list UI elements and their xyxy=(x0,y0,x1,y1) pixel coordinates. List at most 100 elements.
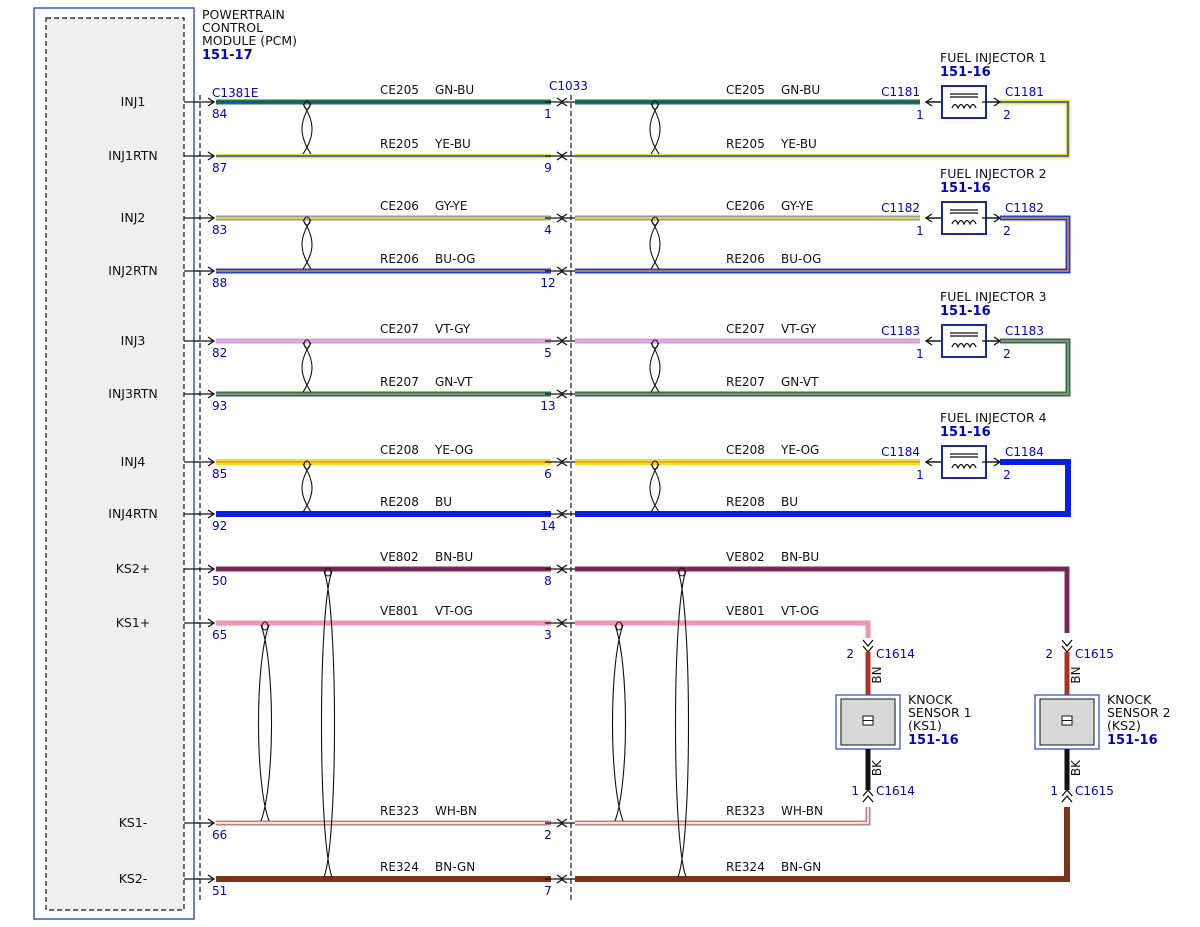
label-layer: INJ184INJ1RTN87INJ283INJ2RTN88INJ382INJ3… xyxy=(108,83,823,898)
knock-sensor-1-title-1: KNOCK xyxy=(908,692,953,707)
c1033-arrow-out-9 xyxy=(559,618,575,628)
c1033-arrow-out-4 xyxy=(559,336,575,346)
twist-inj1-a-1 xyxy=(650,103,661,155)
wire-RE323-right-stripe xyxy=(575,807,869,824)
pcm-signal-ks2: KS2+ xyxy=(116,561,151,576)
circuit-code-right-11: RE324 xyxy=(726,860,765,874)
circuit-color-left-7: BU xyxy=(435,495,452,509)
knock-sensor-2-conn-bottom: C1615 xyxy=(1075,784,1114,798)
circuit-code-right-1: RE205 xyxy=(726,137,765,151)
twist-ks-loop-2 xyxy=(615,621,623,631)
circuit-code-right-3: RE206 xyxy=(726,252,765,266)
knock-sensor-2-conn-bottom-arrow xyxy=(1061,788,1073,797)
fuel-injector-2-body xyxy=(941,201,987,235)
fuel-injector-1-title: FUEL INJECTOR 1 xyxy=(940,50,1047,65)
twist-inj2-b-1 xyxy=(649,219,660,270)
knock-sensor-1-conn-top-arrow xyxy=(862,639,874,648)
pcm-pin-66: 66 xyxy=(212,828,227,842)
c1033-pin-8: 8 xyxy=(544,574,552,588)
wire-VE801-right-stripe xyxy=(575,622,869,638)
fuel-injector-2-conn-b: C1182 xyxy=(1005,201,1044,215)
pcm-pin-arrow-4 xyxy=(196,336,216,346)
fuel-injector-1-conn-a: C1181 xyxy=(881,85,920,99)
pcm-module: POWERTRAIN CONTROL MODULE (PCM) 151-17 C… xyxy=(33,7,297,920)
pcm-signal-inj3rtn: INJ3RTN xyxy=(108,386,157,401)
circuit-color-right-1: YE-BU xyxy=(780,137,817,151)
fuel-injector-1-pin-b: 2 xyxy=(1003,108,1011,122)
fuel-injector-2-pin-a: 1 xyxy=(916,224,924,238)
circuit-color-left-11: BN-GN xyxy=(435,860,475,874)
circuit-color-left-10: WH-BN xyxy=(435,804,477,818)
knock-sensor-2-title-3: (KS2) xyxy=(1107,718,1141,733)
fuel-injector-2-ref: 151-16 xyxy=(940,181,991,196)
knock-sensor-2-conn-top: C1615 xyxy=(1075,647,1114,661)
wire-RE207-right xyxy=(575,338,1071,397)
circuit-color-left-1: YE-BU xyxy=(434,137,471,151)
pcm-pin-arrow-8 xyxy=(196,564,216,574)
twist-ks-loop-1 xyxy=(324,567,332,577)
fuel-injector-1-arrow-b xyxy=(982,97,1002,107)
coil-icon xyxy=(951,342,977,349)
circuit-color-right-0: GN-BU xyxy=(781,83,820,97)
wire-RE205-right-stripe xyxy=(575,101,1069,157)
pcm-pin-arrow-3 xyxy=(196,266,216,276)
wire-RE207-right-stripe xyxy=(575,340,1069,395)
twist-inj1-b-1 xyxy=(649,103,660,155)
c1033-arrow-out-8 xyxy=(559,564,575,574)
knock-sensor-2-conn-bottom-arrow-2 xyxy=(1061,794,1073,803)
pcm-pin-85: 85 xyxy=(212,467,227,481)
pcm-pin-arrow-9 xyxy=(196,618,216,628)
knock-sensor-2-conn-top-arrow xyxy=(1061,639,1073,648)
twist-inj1-loop-0 xyxy=(303,100,311,110)
circuit-code-left-0: CE205 xyxy=(380,83,419,97)
knock-sensor-1-conn-top: C1614 xyxy=(876,647,915,661)
knock-sensor-1-wire-top-color: BN xyxy=(870,666,884,683)
pcm-pin-arrow-10 xyxy=(196,818,216,828)
fuel-injector-2-arrow-b xyxy=(982,213,1002,223)
fuel-injector-2-conn-a: C1182 xyxy=(881,201,920,215)
knock-sensor-2-ref: 151-16 xyxy=(1107,733,1158,748)
twist-ks-a-1 xyxy=(323,570,336,878)
c1033-pin-12: 12 xyxy=(540,276,555,290)
twist-inj4-a-1 xyxy=(650,463,661,513)
circuit-color-left-6: YE-OG xyxy=(434,443,473,457)
c1033-arrow-out-10 xyxy=(559,818,575,828)
inline-connector-name: C1033 xyxy=(549,79,588,93)
twist-inj2-loop-0 xyxy=(303,216,311,226)
twist-inj4-b-0 xyxy=(301,463,312,513)
twist-inj2-b-0 xyxy=(301,219,312,270)
twist-inj4-a-0 xyxy=(302,463,313,513)
twist-inj3-a-0 xyxy=(302,342,313,393)
circuit-color-right-6: YE-OG xyxy=(780,443,819,457)
pcm-pin-arrow-1 xyxy=(196,151,216,161)
knock-sensor-1-wire-bottom-color: BK xyxy=(870,759,884,776)
twist-inj3-b-0 xyxy=(301,342,312,393)
pcm-title-line-3: MODULE (PCM) xyxy=(202,33,297,48)
fuel-injector-4-title: FUEL INJECTOR 4 xyxy=(940,410,1047,425)
fuel-injector-1-arrow-a xyxy=(924,97,940,107)
circuit-code-right-9: VE801 xyxy=(726,604,765,618)
c1033-pin-6: 6 xyxy=(544,467,552,481)
c1033-arrow-out-1 xyxy=(559,151,575,161)
pcm-signal-inj4rtn: INJ4RTN xyxy=(108,506,157,521)
circuit-color-right-7: BU xyxy=(781,495,798,509)
twist-inj3-b-1 xyxy=(649,342,660,393)
fuel-injector-1-ref: 151-16 xyxy=(940,65,991,80)
fuel-injector-4-conn-a: C1184 xyxy=(881,445,920,459)
c1033-pin-3: 3 xyxy=(544,628,552,642)
twist-inj3-loop-1 xyxy=(651,339,659,349)
fuel-injector-3-pin-a: 1 xyxy=(916,347,924,361)
pcm-signal-inj3: INJ3 xyxy=(121,333,146,348)
fuel-injector-4-pin-b: 2 xyxy=(1003,468,1011,482)
pcm-pin-arrow-6 xyxy=(196,457,216,467)
knock-sensor-2-wire-bottom-color: BK xyxy=(1069,759,1083,776)
circuit-code-left-7: RE208 xyxy=(380,495,419,509)
circuit-code-left-9: VE801 xyxy=(380,604,419,618)
